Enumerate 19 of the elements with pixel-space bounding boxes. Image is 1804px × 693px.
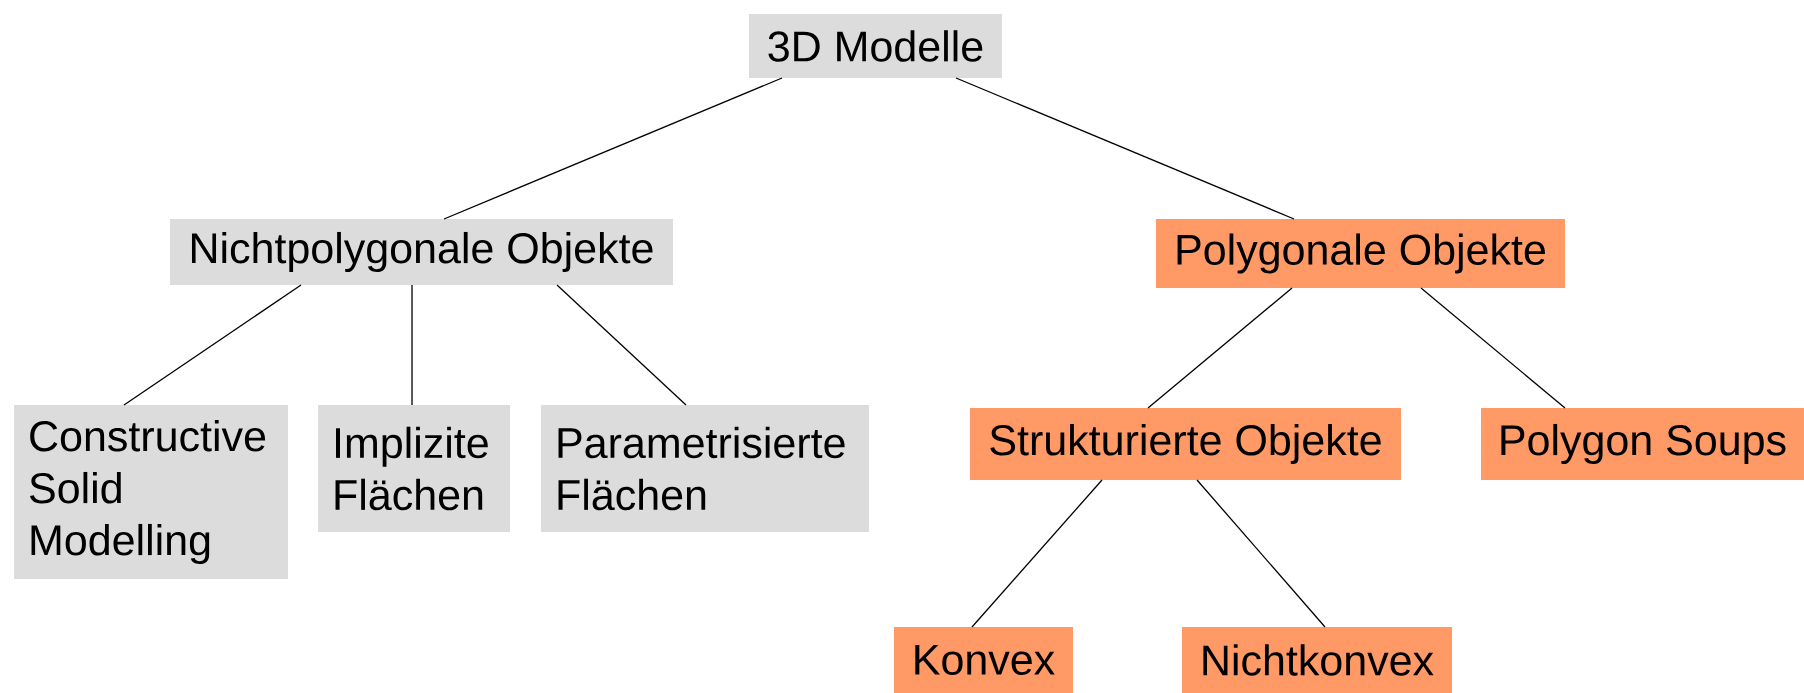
category-box: Constructive Solid Modelling <box>14 405 288 579</box>
connector-line <box>1196 479 1326 628</box>
connector-line <box>123 284 302 406</box>
connector-line <box>556 284 687 406</box>
category-box: Nichtkonvex <box>1182 627 1452 693</box>
connector-line <box>1420 287 1566 409</box>
category-box: Parametrisierte Flächen <box>541 405 869 532</box>
connector-line <box>1147 287 1293 409</box>
connector-line <box>443 77 783 220</box>
connector-line <box>411 284 413 406</box>
category-box: Konvex <box>894 627 1073 693</box>
connector-line <box>955 77 1295 220</box>
category-box: 3D Modelle <box>749 14 1002 78</box>
category-box: Nichtpolygonale Objekte <box>170 219 673 285</box>
category-box: Polygon Soups <box>1481 408 1804 480</box>
category-box: Polygonale Objekte <box>1156 219 1565 288</box>
category-box: Strukturierte Objekte <box>970 408 1401 480</box>
connector-line <box>971 479 1103 628</box>
category-box: Implizite Flächen <box>318 405 510 532</box>
